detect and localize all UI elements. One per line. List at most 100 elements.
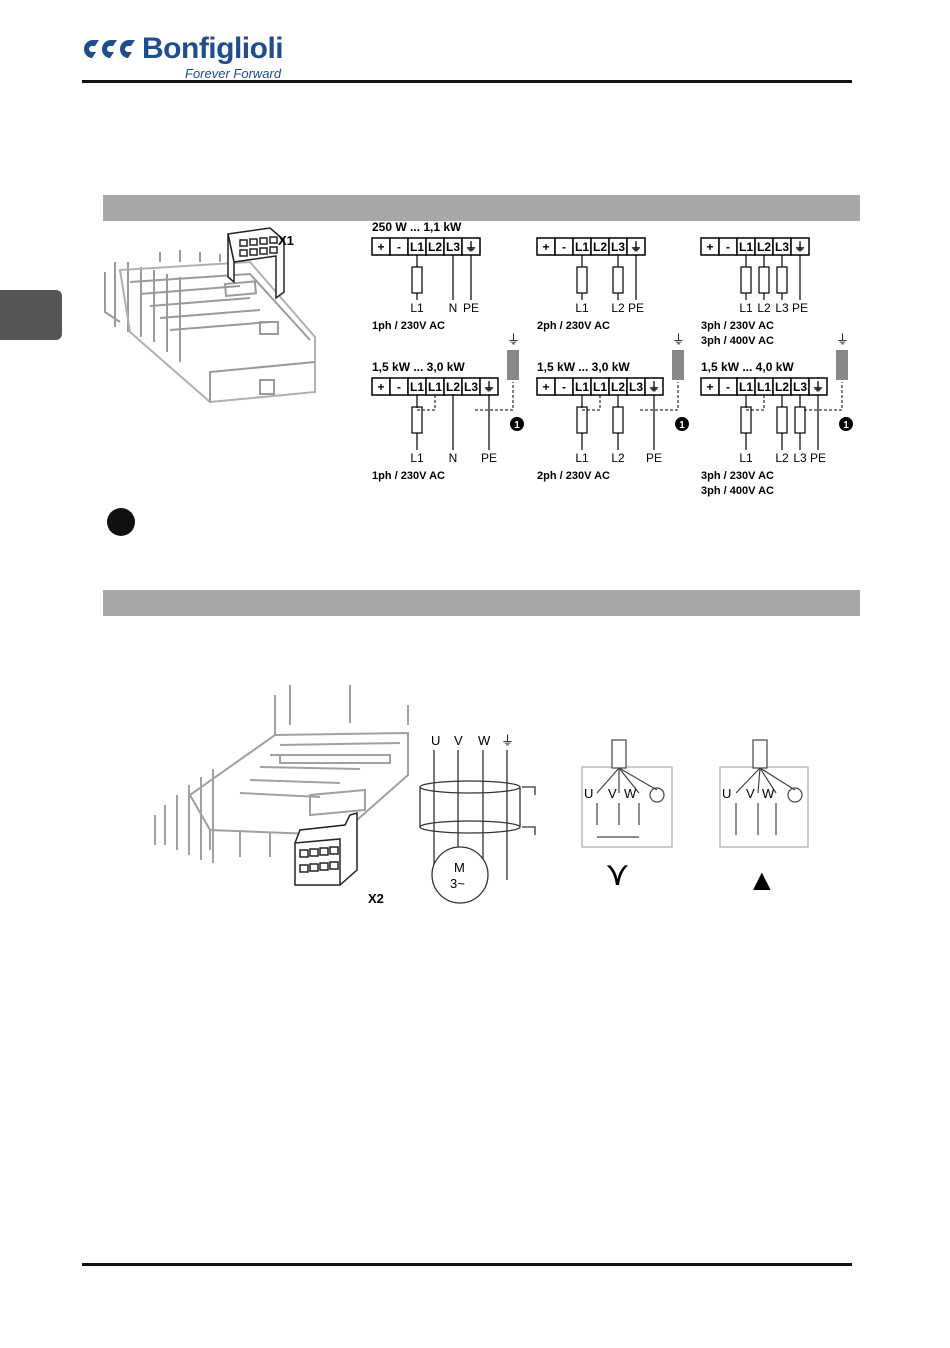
terminal-label: L2 [593,240,607,254]
terminal-label: L1 [428,380,442,394]
shield-line [475,382,514,411]
chapter-tab [0,290,62,340]
terminal-label: - [562,380,566,394]
fuse [776,406,788,434]
fuse [612,266,624,294]
terminal-label: + [377,240,384,254]
terminal-label: ⏚ [794,240,806,254]
terminal-label: L3 [446,240,460,254]
wire-label: L2 [775,451,789,465]
rating-label: 250 W ... 1,1 kW [372,222,462,234]
wire-label: L2 [757,301,771,315]
brand-tagline: Forever Forward [185,66,282,81]
fuse [576,406,588,434]
fuse [576,266,588,294]
delta-v-label: V [746,786,755,801]
star-symbol: ⋎ [605,855,630,893]
terminal-label: L3 [629,380,643,394]
terminal-label: - [726,240,730,254]
delta-w-label: W [762,786,775,801]
terminal-label: L2 [757,240,771,254]
terminal-label: + [542,240,549,254]
phase-u-label: U [431,733,440,748]
wire-label: PE [463,301,479,315]
terminal-label: + [706,240,713,254]
shield-line [804,382,843,411]
wire-label: PE [646,451,662,465]
callout-number: 1 [843,420,849,431]
supply-label: 2ph / 230V AC [537,320,610,332]
wire-label: L3 [793,451,807,465]
ground-icon: ⏚ [836,332,849,347]
wire-label: PE [792,301,808,315]
motor-phase-label: 3~ [450,876,465,891]
supply-label: 1ph / 230V AC [372,470,445,482]
fuse [411,266,423,294]
callout-marker [675,417,689,431]
terminal-label: ⏚ [483,380,495,394]
rating-label: 1,5 kW ... 4,0 kW [701,360,794,374]
callout-number: 1 [679,420,685,431]
ground-icon: ⏚ [507,332,520,347]
phase-v-label: V [454,733,463,748]
callout-bullet [107,508,135,536]
star-w-label: W [624,786,637,801]
wire-label: L2 [611,451,625,465]
terminal-label: - [562,240,566,254]
header-rule [82,80,852,83]
terminal-label: L1 [593,380,607,394]
callout-number: 1 [514,420,520,431]
wire-label: L1 [410,451,424,465]
terminal-label: - [397,240,401,254]
shield-plate [507,350,519,380]
inverter-illustration [104,250,316,404]
wire-label: L1 [739,451,753,465]
section-bar-motor [103,590,860,616]
motor-connection-figure: X2 U V W ⏚ M 3~ U V W ⋎ U V W ▲ [154,685,809,906]
star-u-label: U [584,786,593,801]
bridge-line [581,395,601,411]
fuse [411,406,423,434]
delta-symbol: ▲ [747,864,777,897]
supply-label: 3ph / 230V AC [701,470,774,482]
rating-label: 1,5 kW ... 3,0 kW [372,360,465,374]
supply-label: 3ph / 400V AC [701,335,774,347]
delta-terminal-box [719,739,809,848]
terminal-label: ⏚ [812,380,824,394]
wire-label: L1 [410,301,424,315]
terminal-label: L1 [757,380,771,394]
terminal-label: + [542,380,549,394]
terminal-label: ⏚ [465,240,477,254]
wire-label: L1 [575,451,589,465]
terminal-label: L1 [575,240,589,254]
terminal-label: L1 [739,240,753,254]
wire-label: L1 [575,301,589,315]
wire-label: L1 [739,301,753,315]
fuse [740,406,752,434]
wire-label: PE [481,451,497,465]
fuse [740,266,752,294]
wire-label: L3 [775,301,789,315]
callout-marker [510,417,524,431]
phase-w-label: W [478,733,491,748]
terminal-label: L2 [611,380,625,394]
wire-label: N [449,301,458,315]
footer-rule [82,1263,852,1266]
shield-plate [836,350,848,380]
shield-plate [672,350,684,380]
fuse [794,406,806,434]
inverter-motor-illustration [154,685,409,863]
bridge-line [745,395,765,411]
terminal-label: L2 [446,380,460,394]
motor-wiring [419,750,536,904]
terminal-label: L3 [793,380,807,394]
ground-label: ⏚ [501,733,514,748]
section-bar-mains [103,195,860,221]
terminal-label: ⏚ [648,380,660,394]
